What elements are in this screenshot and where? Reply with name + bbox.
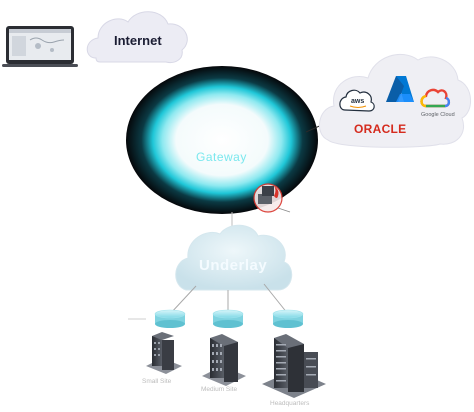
small-site-router-icon xyxy=(154,309,186,328)
gateway-ring xyxy=(126,66,318,214)
headquarters-label: Headquarters xyxy=(270,400,310,407)
aws-label: aws xyxy=(351,98,365,105)
underlay-to-small-site-line xyxy=(169,285,197,315)
medium-site-building-icon xyxy=(202,334,246,386)
small-site-building-icon xyxy=(146,332,182,374)
medium-site-router-icon xyxy=(212,309,244,328)
laptop-icon xyxy=(2,26,78,67)
underlay-to-hq-line xyxy=(263,283,289,315)
oracle-label: ORACLE xyxy=(354,122,407,136)
small-site-label: Small Site xyxy=(142,378,172,385)
medium-site-label: Medium Site xyxy=(201,386,238,393)
firewall-icon xyxy=(253,183,291,213)
headquarters-router-icon xyxy=(272,309,304,328)
internet-cloud-icon xyxy=(86,11,188,63)
google-cloud-label: Google Cloud xyxy=(421,112,455,118)
headquarters-building-icon xyxy=(262,334,326,398)
underlay-label: Underlay xyxy=(199,257,268,274)
gateway-label: Gateway xyxy=(196,150,247,164)
google-cloud-logo-icon xyxy=(420,88,451,108)
underlay-cloud xyxy=(175,224,293,291)
aws-logo-icon xyxy=(339,89,375,112)
internet-label: Internet xyxy=(114,33,162,48)
azure-logo-icon xyxy=(386,76,414,102)
